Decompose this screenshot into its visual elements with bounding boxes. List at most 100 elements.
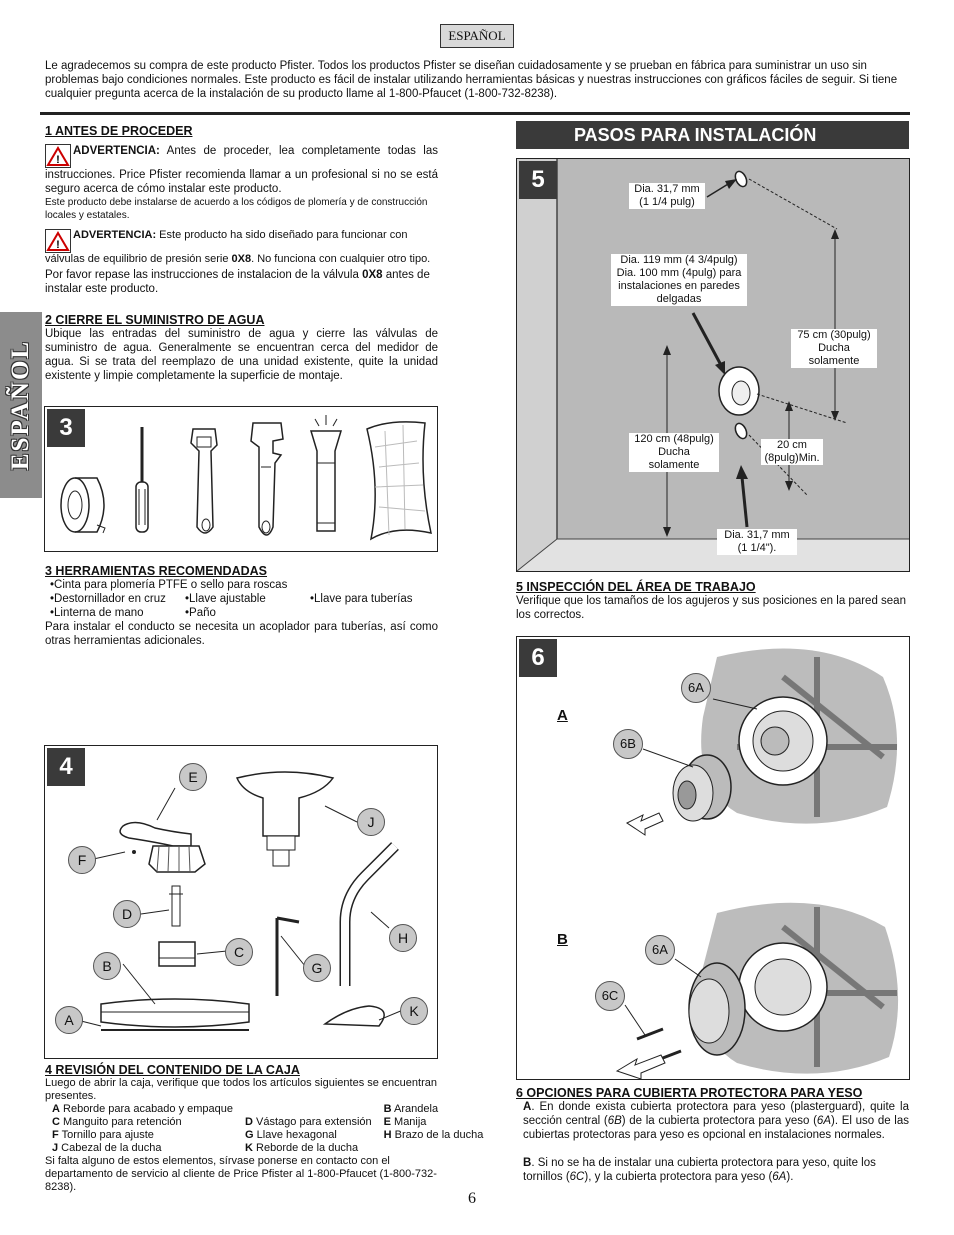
- label-g: G: [303, 954, 331, 982]
- parts-illustration: [80, 771, 404, 1031]
- part-description: Reborde para acabado y empaque: [59, 1103, 234, 1115]
- label-j: J: [357, 808, 385, 836]
- part-letter: K: [245, 1142, 253, 1154]
- option-b-text-2: ), y la cubierta protectora para yeso (: [584, 1171, 773, 1183]
- figure-4-number: 4: [47, 748, 85, 786]
- label-d: D: [113, 900, 141, 928]
- figure-3-number: 3: [47, 409, 85, 447]
- part-letter: F: [52, 1129, 59, 1141]
- option-a-text-2: ) de la cubierta protectora para yeso (: [621, 1115, 817, 1127]
- part-letter: H: [383, 1129, 392, 1141]
- section-3: 3 HERRAMIENTAS RECOMENDADAS •Cinta para …: [45, 564, 438, 648]
- parts-list-item: [384, 1142, 496, 1155]
- part-description: Vástago para extensión: [252, 1116, 372, 1128]
- ptfe-tape-icon: [60, 477, 106, 534]
- part-description: Brazo de la ducha: [391, 1129, 484, 1141]
- part-description: Cabezal de la ducha: [58, 1142, 162, 1154]
- pipe-wrench-icon: [250, 422, 284, 536]
- part-letter: J: [52, 1142, 59, 1154]
- parts-list-item: A Reborde para acabado y empaque: [52, 1103, 245, 1116]
- page-number: 6: [468, 1190, 476, 1207]
- section-5-heading: 5 INSPECCIÓN DEL ÁREA DE TRABAJO: [516, 580, 756, 594]
- option-a-label: A: [557, 707, 568, 724]
- option-b-ref-6c: 6C: [569, 1171, 585, 1183]
- warning-2-label: ADVERTENCIA:: [73, 229, 157, 241]
- section-5-text: Verifique que los tamaños de los agujero…: [516, 595, 906, 621]
- option-b-text-3: ).: [786, 1171, 794, 1183]
- part-letter: G: [245, 1129, 254, 1141]
- option-b-letter: B: [523, 1157, 532, 1169]
- section-2-text: Ubique las entradas del suministro de ag…: [45, 328, 438, 382]
- part-description: Llave hexagonal: [253, 1129, 337, 1141]
- review-text-a: Por favor repase las instrucciones de in…: [45, 269, 363, 281]
- warning-1-note: Este producto debe instalarse de acuerdo…: [45, 197, 428, 221]
- part-description: Manija: [390, 1116, 427, 1128]
- warning-2: ! ADVERTENCIA: Este producto ha sido dis…: [45, 229, 438, 266]
- parts-list-item: E Manija: [384, 1116, 496, 1129]
- wall-illustration: [517, 159, 909, 571]
- part-letter: E: [383, 1116, 391, 1128]
- label-6a: 6A: [681, 673, 711, 703]
- figure-3-tools: 3: [44, 406, 438, 552]
- section-3-text: Para instalar el conducto se necesita un…: [45, 621, 438, 647]
- installation-steps-title: PASOS PARA INSTALACIÓN: [516, 121, 909, 149]
- warning-1-text: Antes de proceder, lea completamente tod…: [45, 145, 438, 195]
- part-description: Tornillo para ajuste: [58, 1129, 154, 1141]
- svg-text:!: !: [56, 239, 60, 251]
- figure-6-number: 6: [519, 639, 557, 677]
- warning-2-model: 0X8: [231, 253, 252, 265]
- tool-4: •Llave para tuberías: [310, 593, 413, 605]
- figure-4-parts: 4: [44, 745, 438, 1059]
- section-3-heading: 3 HERRAMIENTAS RECOMENDADAS: [45, 564, 268, 578]
- option-b-text: B. Si no se ha de instalar una cubierta …: [516, 1156, 909, 1184]
- tool-5: •Linterna de mano: [50, 607, 144, 619]
- part-letter: D: [245, 1116, 253, 1128]
- intro-paragraph: Le agradecemos su compra de este product…: [45, 60, 898, 100]
- section-2-heading: 2 CIERRE EL SUMINISTRO DE AGUA: [45, 313, 265, 327]
- header-divider: [40, 112, 910, 115]
- section-4-footer: Si falta alguno de estos elementos, sírv…: [45, 1155, 437, 1193]
- option-b-label: B: [557, 931, 568, 948]
- part-description: Manguito para retención: [59, 1116, 182, 1128]
- label-h: H: [389, 924, 417, 952]
- option-b-ref-6a: 6A: [772, 1171, 787, 1183]
- label-b: B: [93, 952, 121, 980]
- review-model: 0X8: [362, 269, 383, 281]
- section-4-heading: 4 REVISIÓN DEL CONTENIDO DE LA CAJA: [45, 1063, 300, 1077]
- min-20-label: 20 cm (8pulg)Min.: [761, 439, 823, 465]
- parts-list-item: J Cabezal de la ducha: [52, 1142, 245, 1155]
- label-a: A: [55, 1006, 83, 1034]
- label-f: F: [68, 846, 96, 874]
- tool-6: •Paño: [185, 607, 216, 619]
- plasterguard-illustration: [615, 648, 899, 1079]
- svg-text:!: !: [56, 154, 60, 166]
- tool-2: •Destornillador en cruz: [50, 593, 166, 605]
- figure-6-plasterguard: 6 A B 6A 6B 6A 6C: [516, 636, 910, 1080]
- option-b-text-1: . Si no se ha de instalar una cubierta p…: [523, 1157, 876, 1183]
- height-120-label: 120 cm (48pulg) Ducha solamente: [629, 433, 719, 472]
- warning-icon: !: [45, 144, 71, 168]
- label-k: K: [400, 997, 428, 1025]
- section-1: 1 ANTES DE PROCEDER ! ADVERTENCIA: Antes…: [45, 124, 438, 296]
- label-6b: 6B: [613, 729, 643, 759]
- parts-list-item: H Brazo de la ducha: [384, 1129, 496, 1142]
- parts-list-row: F Tornillo para ajuste G Llave hexagonal H…: [52, 1129, 495, 1142]
- section-6: 6 OPCIONES PARA CUBIERTA PROTECTORA PARA…: [516, 1086, 909, 1184]
- option-a-ref-6b: 6B: [607, 1115, 622, 1127]
- warning-2-text-a: Este producto ha sido diseñado para func…: [45, 229, 408, 265]
- review-instructions: Por favor repase las instrucciones de in…: [45, 268, 438, 296]
- label-6a-b: 6A: [645, 935, 675, 965]
- screwdriver-icon: [135, 427, 149, 533]
- tool-1: •Cinta para plomería PTFE o sello para r…: [50, 579, 288, 591]
- section-5: 5 INSPECCIÓN DEL ÁREA DE TRABAJO Verifiq…: [516, 580, 909, 622]
- option-a-text: A. En donde exista cubierta protectora p…: [516, 1100, 909, 1142]
- label-e: E: [179, 763, 207, 791]
- option-a-text-1: . En donde exista cubierta protectora pa…: [523, 1101, 909, 1127]
- figure-5-number: 5: [519, 161, 557, 199]
- section-6-heading: 6 OPCIONES PARA CUBIERTA PROTECTORA PARA…: [516, 1086, 863, 1100]
- section-4: 4 REVISIÓN DEL CONTENIDO DE LA CAJA Lueg…: [45, 1063, 483, 1194]
- top-hole-label: Dia. 31,7 mm (1 1/4 pulg): [629, 183, 705, 209]
